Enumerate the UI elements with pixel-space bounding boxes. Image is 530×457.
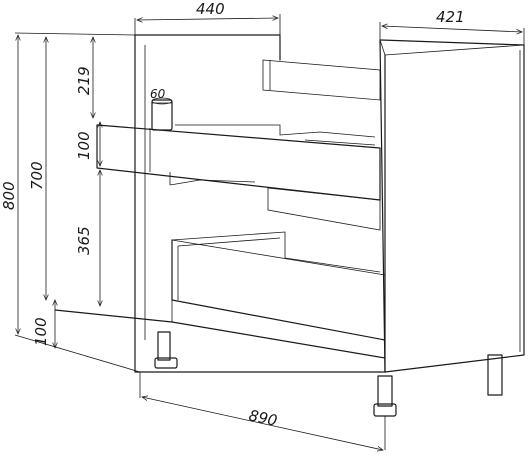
dimension-lines	[14, 14, 525, 450]
dim-label-total-height: 800	[0, 181, 18, 210]
cabinet-legs	[154, 331, 503, 417]
dim-label-plinth: 100	[32, 317, 50, 346]
dim-label-side-depth: 421	[436, 8, 465, 26]
dim-label-body-height: 700	[28, 161, 46, 190]
dim-label-lower-gap: 365	[75, 226, 93, 255]
dim-label-top-depth: 440	[196, 0, 225, 18]
dim-label-drawer-front: 100	[75, 131, 93, 160]
dim-label-width: 890	[247, 406, 279, 430]
dim-label-top-gap: 219	[75, 66, 93, 95]
dim-label-pipe: 60	[150, 87, 166, 101]
cabinet-body	[54, 34, 525, 373]
